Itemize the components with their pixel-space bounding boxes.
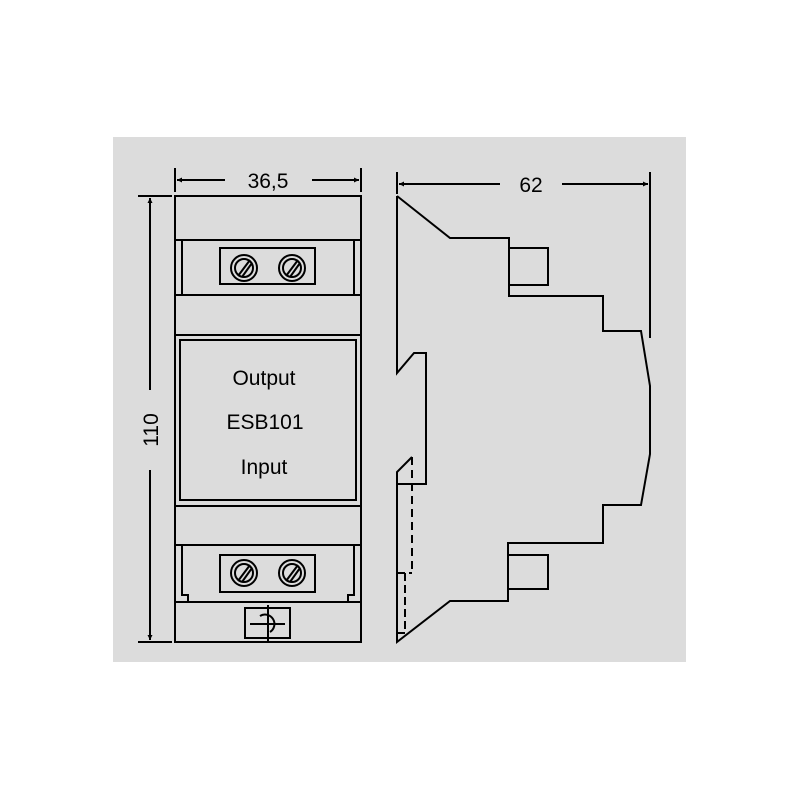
bottom-terminal-profile bbox=[507, 554, 549, 590]
terminal-screw-icon bbox=[230, 254, 258, 282]
bottom-terminal-block bbox=[219, 554, 316, 593]
side-view bbox=[396, 195, 651, 645]
model-label: ESB101 bbox=[226, 411, 303, 434]
terminal-screw-icon bbox=[278, 254, 306, 282]
terminal-screw-icon bbox=[278, 559, 306, 587]
top-terminal-profile bbox=[508, 247, 549, 286]
input-label: Input bbox=[241, 456, 288, 479]
front-view bbox=[174, 195, 362, 643]
terminal-screw-icon bbox=[230, 559, 258, 587]
output-label: Output bbox=[232, 367, 295, 390]
earth-symbol-icon bbox=[244, 605, 291, 642]
top-terminal-block bbox=[219, 247, 316, 285]
label-window bbox=[179, 339, 357, 501]
dimension-lines bbox=[138, 168, 651, 643]
side-profile bbox=[396, 195, 651, 645]
depth-dimension-label: 62 bbox=[519, 174, 542, 197]
drawing-background bbox=[113, 137, 686, 662]
height-dimension-label: 110 bbox=[140, 413, 163, 446]
width-dimension-label: 36,5 bbox=[248, 170, 289, 193]
